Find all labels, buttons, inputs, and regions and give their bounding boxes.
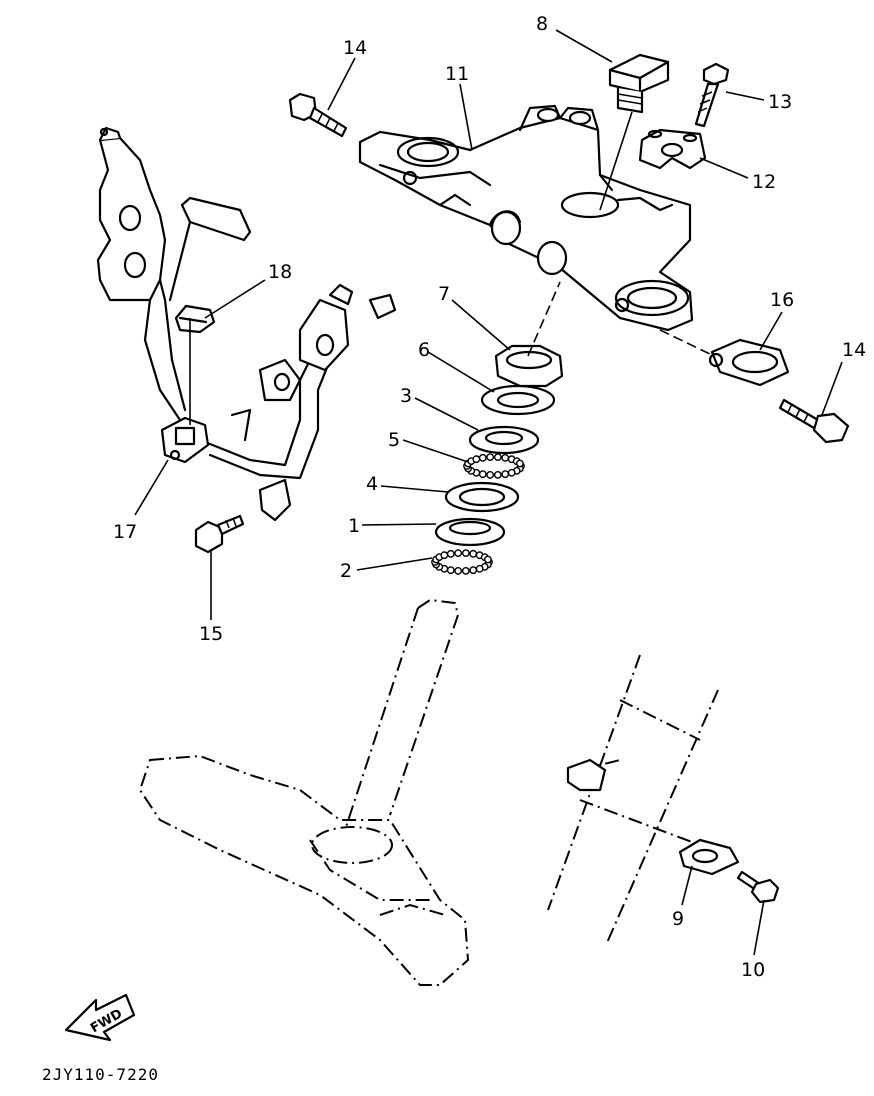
callout-7: 7 [438, 283, 450, 305]
bearing-ball [516, 459, 524, 468]
pinch-bolt-left [288, 92, 348, 138]
upper-bracket [358, 104, 694, 332]
stay-arm [198, 283, 397, 522]
bearing-ball [501, 453, 510, 462]
callout-17: 15 [199, 623, 223, 645]
bearing-ball [493, 471, 502, 479]
callout-11: 11 [445, 63, 469, 85]
callout-1: 1 [348, 515, 360, 537]
callout-13: 13 [768, 91, 792, 113]
bearing-ball [461, 567, 470, 575]
bearing-ball [493, 453, 502, 461]
bearing-ball [454, 549, 463, 557]
callout-18: 18 [268, 261, 292, 283]
bearing-ball [469, 549, 478, 558]
callout-9: 9 [672, 908, 684, 930]
cable-guide-16 [160, 416, 210, 464]
callout-2: 2 [340, 560, 352, 582]
callout-8: 8 [536, 13, 548, 35]
bolt-17 [194, 514, 245, 554]
bearing-ball [475, 564, 484, 573]
handle-holder [638, 128, 707, 170]
bearing-ball [440, 551, 449, 560]
callout-16: 17 [113, 521, 137, 543]
drawing-code: 2JY110-7220 [42, 1065, 159, 1084]
bearing-ball [478, 453, 487, 462]
bearing-ball [478, 470, 487, 479]
bearing-ball [469, 566, 478, 575]
bearing-ball [472, 455, 481, 464]
callout-15: 16 [770, 289, 794, 311]
bearing-ball [486, 453, 495, 461]
leader-lines [134, 29, 843, 956]
washer-6 [480, 384, 556, 416]
bearing-ball [484, 555, 492, 564]
fork-tube-phantom [547, 654, 719, 946]
pinch-bolt-right [778, 398, 850, 444]
mount-bracket [96, 126, 252, 422]
ring-nut [494, 281, 564, 388]
clamp-bolt-10 [736, 870, 780, 904]
holder-bolt [694, 62, 730, 128]
crown-bolt [599, 53, 670, 211]
lower-bracket-phantom [138, 598, 470, 986]
race-3 [468, 425, 540, 455]
callout-4: 4 [366, 473, 378, 495]
callout-10: 10 [741, 959, 765, 981]
bearing-ball [454, 567, 463, 575]
bearing-ball [446, 549, 455, 558]
race-1 [434, 517, 506, 547]
callout-14-right: 14 [842, 339, 866, 361]
callout-5: 5 [388, 429, 400, 451]
bearing-ball [507, 468, 516, 477]
bearing-ball [486, 471, 495, 479]
callout-14-top: 14 [343, 37, 367, 59]
bearing-2 [431, 549, 493, 575]
bearing-ball [501, 470, 510, 479]
grommet-18 [174, 304, 216, 334]
bearing-ball [461, 549, 470, 557]
fwd-arrow-icon: FWD [64, 993, 136, 1042]
bearing-ball [446, 566, 455, 575]
callout-labels: 8 11 13 12 14 16 14 7 6 3 5 4 1 2 18 17 … [113, 13, 866, 981]
bearing-5 [463, 453, 525, 479]
race-4 [444, 481, 520, 513]
callout-3: 3 [400, 385, 412, 407]
hose-clamp-upper [659, 329, 790, 387]
callout-6: 6 [418, 339, 430, 361]
callout-12: 12 [752, 171, 776, 193]
hose-clamp-lower [566, 758, 740, 876]
